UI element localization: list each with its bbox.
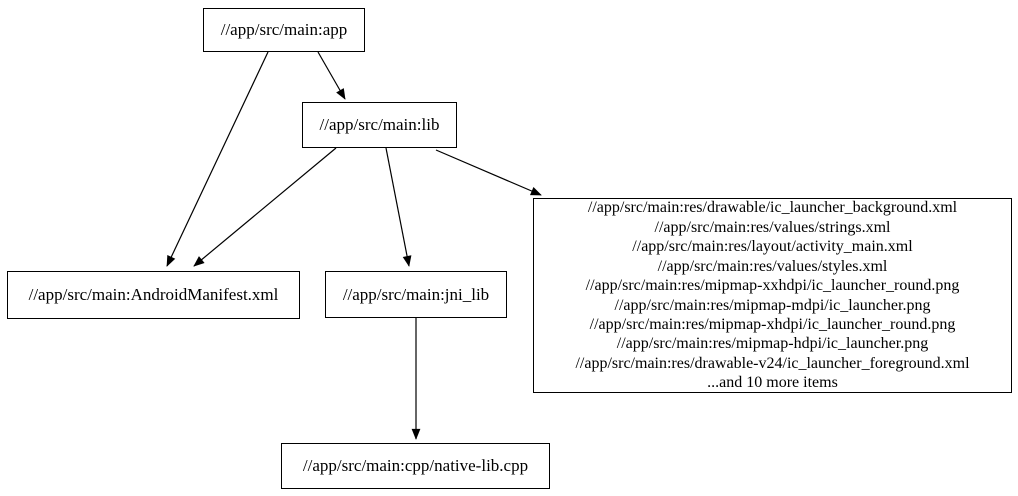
res-file-line: //app/src/main:res/values/strings.xml (654, 218, 891, 236)
graph-node-native-lib-cpp: //app/src/main:cpp/native-lib.cpp (281, 443, 550, 489)
edge-lib-to-res (435, 149, 542, 196)
node-label-androidmanifest: //app/src/main:AndroidManifest.xml (28, 285, 279, 304)
node-label-app: //app/src/main:app (220, 20, 348, 39)
node-label-lib: //app/src/main:lib (319, 115, 440, 134)
edge-app-to-lib (317, 51, 346, 100)
res-file-line: //app/src/main:res/layout/activity_main.… (632, 238, 913, 256)
graph-node-lib: //app/src/main:lib (302, 102, 457, 148)
res-file-line: //app/src/main:res/mipmap-xhdpi/ic_launc… (589, 315, 956, 333)
edge-app-to-manifest (166, 51, 269, 267)
node-label-jni-lib: //app/src/main:jni_lib (342, 284, 490, 304)
graph-node-androidmanifest: //app/src/main:AndroidManifest.xml (7, 271, 300, 319)
node-label-native-lib-cpp: //app/src/main:cpp/native-lib.cpp (302, 456, 529, 475)
res-file-line: //app/src/main:res/mipmap-xxhdpi/ic_laun… (585, 277, 960, 295)
graph-node-app: //app/src/main:app (203, 8, 365, 52)
graph-node-res-files: //app/src/main:res/drawable/ic_launcher_… (533, 198, 1012, 393)
edge-lib-to-jni-lib (385, 147, 412, 267)
edge-lib-to-manifest (193, 147, 337, 267)
res-more-items-line: ...and 10 more items (707, 374, 838, 392)
res-file-line: //app/src/main:res/values/styles.xml (657, 257, 888, 275)
res-file-line: //app/src/main:res/mipmap-hdpi/ic_launch… (616, 335, 929, 353)
graph-node-jni-lib: //app/src/main:jni_lib (325, 271, 507, 318)
res-file-line: //app/src/main:res/drawable/ic_launcher_… (587, 199, 958, 217)
res-file-line: //app/src/main:res/drawable-v24/ic_launc… (575, 354, 970, 372)
res-file-line: //app/src/main:res/mipmap-mdpi/ic_launch… (614, 296, 931, 314)
